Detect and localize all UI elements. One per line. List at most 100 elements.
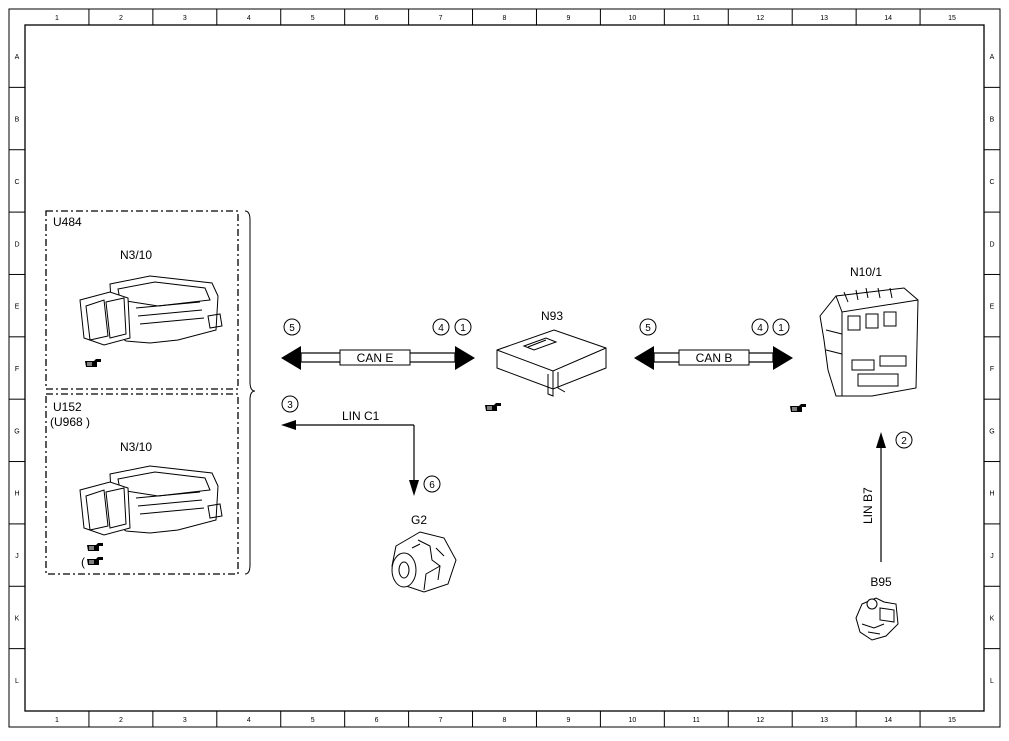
grid-column-label: 3 bbox=[183, 717, 187, 724]
grid-row-label: K bbox=[15, 615, 20, 622]
marker-lin-c1-end: 6 bbox=[429, 480, 435, 491]
grid-row-label: G bbox=[989, 428, 994, 435]
pointing-hand-icon bbox=[789, 403, 807, 413]
grid-column-label: 9 bbox=[566, 15, 570, 22]
grid-column-label: 8 bbox=[503, 15, 507, 22]
grid-row-label: F bbox=[15, 366, 19, 373]
grid-column-label: 12 bbox=[756, 717, 764, 724]
grid-column-label: 5 bbox=[311, 15, 315, 22]
grid-column-label: 15 bbox=[948, 15, 956, 22]
ecu-illustration-top bbox=[79, 275, 223, 346]
battery-sensor-illustration bbox=[855, 597, 899, 641]
component-label-sam: N10/1 bbox=[850, 265, 882, 279]
marker-circle bbox=[283, 318, 301, 336]
grid-column-label: 9 bbox=[566, 717, 570, 724]
group-code-upper: U484 bbox=[53, 215, 82, 229]
grid-column-label: 3 bbox=[183, 15, 187, 22]
grid-column-label: 4 bbox=[247, 15, 251, 22]
grid-row-label: H bbox=[14, 491, 19, 498]
component-label-ecu-bottom: N3/10 bbox=[120, 440, 152, 454]
ecu-illustration-bottom bbox=[79, 465, 223, 536]
grid-row-label: B bbox=[990, 117, 995, 124]
outer-frame bbox=[8, 8, 1001, 728]
marker-circle bbox=[432, 318, 450, 336]
marker-circle bbox=[895, 431, 913, 449]
can-e-bus: CAN E bbox=[281, 346, 475, 370]
marker-circle bbox=[639, 318, 657, 336]
grid-row-label: J bbox=[990, 553, 994, 560]
grid-column-label: 5 bbox=[311, 717, 315, 724]
grid-row-label: A bbox=[990, 54, 995, 61]
component-label-battery-sensor: B95 bbox=[870, 575, 892, 589]
group-code-lower: U152 bbox=[53, 400, 82, 414]
inner-frame bbox=[24, 24, 985, 712]
grid-row-label: L bbox=[990, 678, 994, 685]
component-label-ecu-top: N3/10 bbox=[120, 248, 152, 262]
lin-c1-line bbox=[281, 420, 419, 496]
grid-column-label: 13 bbox=[820, 15, 828, 22]
marker-circle bbox=[423, 475, 441, 493]
can-b-bus: CAN B bbox=[634, 346, 793, 370]
group-box-upper bbox=[45, 210, 239, 390]
grid-row-label: G bbox=[14, 428, 19, 435]
bus-label-lin-b7: LIN B7 bbox=[861, 487, 875, 524]
marker-circle bbox=[454, 318, 472, 336]
component-label-alternator: G2 bbox=[411, 513, 427, 527]
marker-circle bbox=[772, 318, 790, 336]
lin-b7-line bbox=[876, 432, 886, 562]
pointing-hand-icon bbox=[484, 402, 502, 412]
grid-row-label: J bbox=[15, 553, 19, 560]
group-code-lower-alt: (U968 ) bbox=[50, 415, 90, 429]
grid-row-label: F bbox=[990, 366, 994, 373]
pointing-hand-icon bbox=[86, 556, 104, 566]
marker-lin-c1-start: 3 bbox=[287, 400, 293, 411]
grid-row-label: A bbox=[15, 54, 20, 61]
marker-lin-b7: 2 bbox=[901, 436, 907, 447]
grid-column-label: 2 bbox=[119, 15, 123, 22]
gateway-illustration bbox=[496, 329, 607, 397]
bus-label-can-e: CAN E bbox=[357, 351, 394, 365]
grid-column-label: 2 bbox=[119, 717, 123, 724]
grid-column-label: 15 bbox=[948, 717, 956, 724]
grid-row-label: H bbox=[989, 491, 994, 498]
grid-row-label: D bbox=[14, 241, 19, 248]
marker-can-b-right-b: 1 bbox=[778, 323, 784, 334]
marker-can-e-right-b: 1 bbox=[460, 323, 466, 334]
grid-column-label: 10 bbox=[628, 717, 636, 724]
grid-row-label: E bbox=[15, 304, 20, 311]
pointing-hand-icon bbox=[84, 358, 102, 368]
group-brace bbox=[244, 210, 256, 575]
pointing-hand-icon bbox=[86, 542, 104, 552]
grid-column-label: 14 bbox=[884, 15, 892, 22]
paren-mark: ( bbox=[81, 555, 85, 569]
grid-column-label: 8 bbox=[503, 717, 507, 724]
grid-row-label: C bbox=[989, 179, 994, 186]
grid-column-label: 6 bbox=[375, 717, 379, 724]
grid-column-label: 11 bbox=[693, 15, 700, 22]
grid-column-label: 6 bbox=[375, 15, 379, 22]
group-box-lower bbox=[45, 393, 239, 575]
marker-can-b-right-a: 4 bbox=[757, 323, 763, 334]
marker-circle bbox=[751, 318, 769, 336]
grid-row-label: C bbox=[14, 179, 19, 186]
bus-label-lin-c1: LIN C1 bbox=[342, 409, 380, 423]
grid-column-label: 7 bbox=[439, 717, 443, 724]
grid-row-label: B bbox=[15, 117, 20, 124]
bus-label-can-b: CAN B bbox=[696, 351, 733, 365]
marker-can-e-left: 5 bbox=[289, 323, 295, 334]
grid-ticks bbox=[9, 9, 1000, 727]
grid-row-label: D bbox=[989, 241, 994, 248]
grid-column-label: 4 bbox=[247, 717, 251, 724]
grid-column-label: 13 bbox=[820, 717, 828, 724]
grid-column-label: 7 bbox=[439, 15, 443, 22]
grid-column-label: 11 bbox=[693, 717, 700, 724]
grid-column-label: 14 bbox=[884, 717, 892, 724]
grid-row-label: L bbox=[15, 678, 19, 685]
sam-illustration bbox=[819, 287, 919, 397]
grid-row-label: K bbox=[990, 615, 995, 622]
grid-column-label: 1 bbox=[55, 15, 59, 22]
marker-can-b-left: 5 bbox=[645, 323, 651, 334]
marker-circle bbox=[281, 395, 299, 413]
